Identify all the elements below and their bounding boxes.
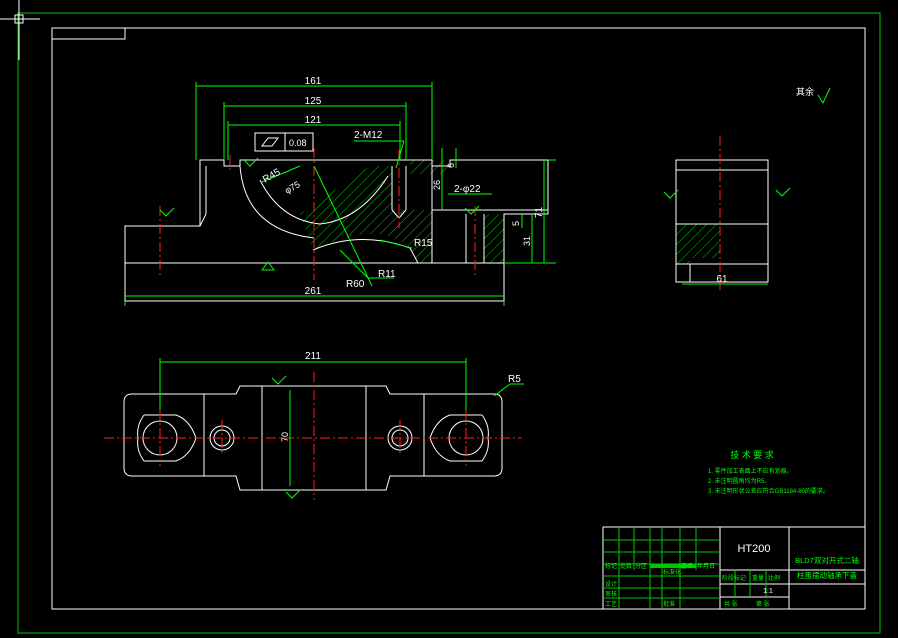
inner-border — [51, 27, 866, 610]
leader-r60 — [313, 165, 373, 287]
leader-r11 — [339, 249, 369, 279]
header-zone: 分区 — [635, 562, 647, 570]
dim-261-label: 261 — [305, 286, 322, 297]
tech-req-title: 技 术 要 求 — [730, 449, 774, 460]
side-view: 61 — [663, 136, 791, 290]
front-view: 161 125 121 2-M12 0.08 R45 φ75 26 6 2-φ2… — [124, 76, 831, 306]
roughness-note: 其余 — [796, 86, 814, 97]
stage-scale: 比例 — [768, 574, 780, 582]
side-hatch — [676, 224, 720, 264]
top-view: 211 70 R5 — [104, 351, 524, 500]
roughness-general-icon — [817, 87, 831, 105]
roughness-mark-3 — [243, 157, 259, 167]
header-sign: 签名 — [681, 562, 693, 570]
dim-5-label: 5 — [511, 221, 521, 226]
title-block-bar — [650, 564, 696, 568]
row-design: 设计 — [605, 580, 617, 588]
dim-61-label: 61 — [716, 274, 728, 285]
bore-inner-arc — [259, 175, 389, 225]
mid-standard: 标准化 — [663, 568, 681, 576]
dim-211-label: 211 — [305, 351, 321, 362]
title-block-border — [602, 526, 866, 610]
cursor-crosshair-icon[interactable] — [0, 0, 40, 60]
dim-6-label: 6 — [446, 163, 456, 168]
leader-r15 — [379, 239, 413, 249]
r45-label: R45 — [261, 167, 283, 186]
dim-125-label: 125 — [305, 96, 322, 107]
thread-label: 2-M12 — [354, 130, 383, 141]
flatness-icon — [261, 137, 279, 147]
roughness-mark-side-2 — [775, 187, 791, 197]
roughness-mark-1 — [159, 207, 175, 217]
code-box — [51, 27, 126, 40]
dim-121-label: 121 — [305, 115, 322, 126]
stage-mark: 阶段标记 — [722, 574, 746, 582]
dim-26-label: 26 — [432, 180, 442, 190]
tech-req-item-1: 1. 零件加工表面上不应有划痕。 — [708, 467, 793, 475]
bore-outline — [239, 165, 315, 239]
flatness-value: 0.08 — [289, 138, 307, 148]
part-name-line2: 柱蛋摆动轴承下盖 — [797, 570, 857, 580]
scale-value: 1:1 — [763, 588, 773, 595]
header-mark: 标记 — [605, 562, 617, 570]
phi22-label: 2-φ22 — [454, 184, 481, 195]
section-hatch-bolt — [484, 214, 504, 264]
r15-label: R15 — [414, 238, 433, 249]
flatness-frame-symbol — [254, 132, 286, 152]
footer-sheet-no: 第 张 — [756, 600, 770, 608]
roughness-mark-side-1 — [663, 189, 679, 199]
row-review: 审核 — [605, 590, 617, 598]
part-name-line1: BLD7双对开式二轴 — [795, 555, 859, 565]
phi75-label: φ75 — [283, 179, 302, 196]
tech-req-item-3: 3. 未注明形状公差应符合GB1184-80的要求。 — [708, 487, 829, 495]
technical-requirements: 技 术 要 求 1. 零件加工表面上不应有划痕。 2. 未注明圆角均为R5。 3… — [708, 449, 829, 495]
r60-label: R60 — [346, 279, 365, 290]
row-process: 工艺 — [605, 600, 617, 608]
r11-label: R11 — [378, 269, 396, 280]
header-date: 年月日 — [697, 562, 715, 570]
dim-161-label: 161 — [305, 76, 322, 87]
roughness-mark-top-2 — [285, 489, 301, 499]
roughness-mark-top-1 — [271, 375, 287, 385]
leader-r45 — [261, 165, 301, 183]
tech-req-item-2: 2. 未注明圆角均为R5。 — [708, 477, 770, 485]
mid-approve: 批准 — [663, 600, 675, 608]
base-foot — [124, 263, 505, 302]
section-hatch-right — [300, 166, 432, 263]
left-boss-chamfer — [199, 213, 207, 227]
footer-total-sheets: 共 张 — [724, 600, 738, 608]
outer-border — [17, 12, 881, 634]
section-hatch-top — [410, 160, 450, 174]
datum-triangle — [261, 261, 275, 271]
stage-weight: 重量 — [752, 574, 764, 582]
r5-label: R5 — [508, 374, 521, 385]
top-outline — [123, 385, 503, 491]
header-count: 处数 — [620, 562, 632, 570]
flatness-frame-value — [284, 132, 314, 152]
dim-31-label: 31 — [522, 236, 532, 246]
title-block: 标记 处数 分区 签名 年月日 设计 审核 工艺 标准化 批准 阶段标记 重量 … — [602, 526, 866, 610]
roughness-mark-2 — [464, 205, 480, 215]
leader-r5 — [493, 383, 511, 397]
material-label: HT200 — [737, 543, 770, 555]
dim-70-label: 70 — [280, 432, 290, 442]
drawing-frame — [17, 12, 881, 634]
dim-71-label: 71 — [534, 206, 545, 218]
